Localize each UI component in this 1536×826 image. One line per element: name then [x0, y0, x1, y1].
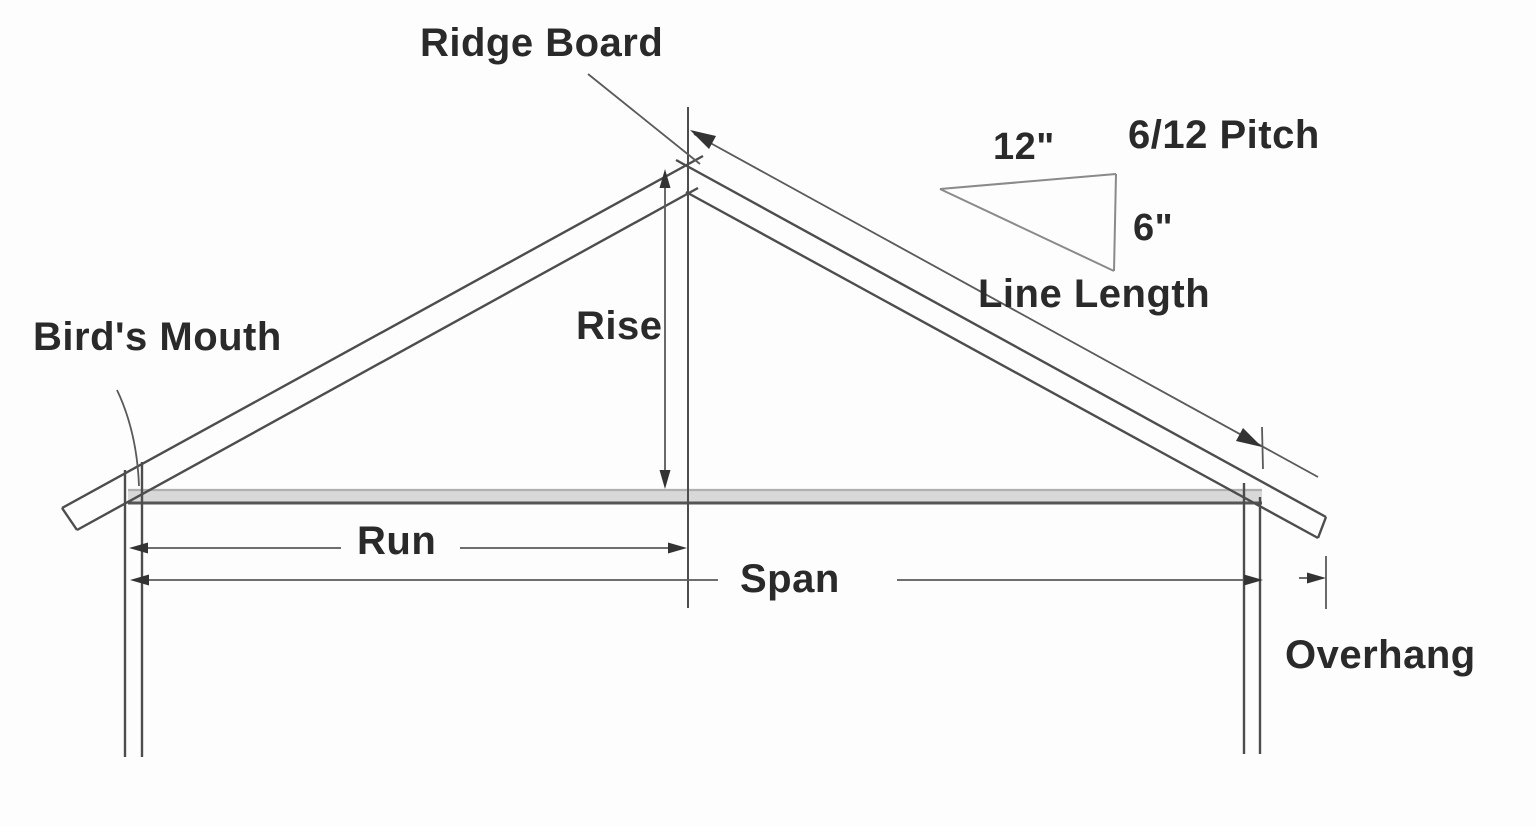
pitch-rise-inches-label: 6" — [1133, 207, 1173, 249]
line-length-heel-tick — [1261, 426, 1264, 470]
run-arrow-left-icon — [129, 542, 148, 554]
joist-body — [128, 490, 1262, 504]
rise-arrow-up-icon — [659, 169, 671, 188]
ceiling-joist — [128, 488, 1262, 505]
right-rafter-bottom-edge — [685, 190, 1319, 540]
ridge-board-label: Ridge Board — [420, 21, 663, 65]
pitch-triangle-vertical-edge — [1113, 173, 1117, 272]
right-wall — [1242, 483, 1262, 754]
rise-label: Rise — [576, 304, 663, 348]
pitch-label: 6/12 Pitch — [1128, 113, 1320, 157]
line-length-arrow-peak-icon — [690, 130, 716, 149]
pitch-run-inches-label: 12" — [993, 126, 1055, 168]
line-length-arrow-heel-icon — [1236, 428, 1262, 447]
right-rafter — [675, 158, 1328, 540]
left-rafter-bottom-edge — [76, 186, 699, 532]
span-dimension — [130, 574, 1263, 586]
pitch-triangle-top-edge — [939, 173, 1117, 190]
right-rafter-tail-cut — [1316, 516, 1328, 539]
left-rafter — [61, 154, 704, 532]
rise-dimension — [659, 169, 671, 489]
pitch-triangle-hypotenuse — [939, 188, 1115, 272]
left-rafter-tail-cut — [61, 507, 78, 531]
pitch-triangle — [939, 173, 1117, 272]
overhang-label: Overhang — [1285, 633, 1476, 677]
line-length-label: Line Length — [978, 272, 1210, 316]
span-label: Span — [740, 557, 840, 601]
span-arrow-left-icon — [130, 574, 149, 586]
run-arrow-right-icon — [668, 542, 687, 554]
overhang-dimension — [1299, 556, 1327, 609]
birds-mouth-label: Bird's Mouth — [33, 315, 282, 359]
left-rafter-top-edge — [61, 154, 704, 510]
ridge-board-leader — [587, 73, 701, 165]
line-length-dimension — [690, 130, 1319, 478]
overhang-arrow-icon — [1307, 572, 1326, 584]
span-arrow-right-icon — [1244, 574, 1263, 586]
right-rafter-top-edge — [675, 158, 1327, 519]
birds-mouth-leader — [116, 389, 140, 487]
rise-arrow-down-icon — [659, 470, 671, 489]
left-wall — [123, 462, 144, 757]
run-dimension — [129, 542, 687, 554]
line-length-dim-line — [693, 133, 1319, 478]
run-label: Run — [357, 519, 436, 563]
